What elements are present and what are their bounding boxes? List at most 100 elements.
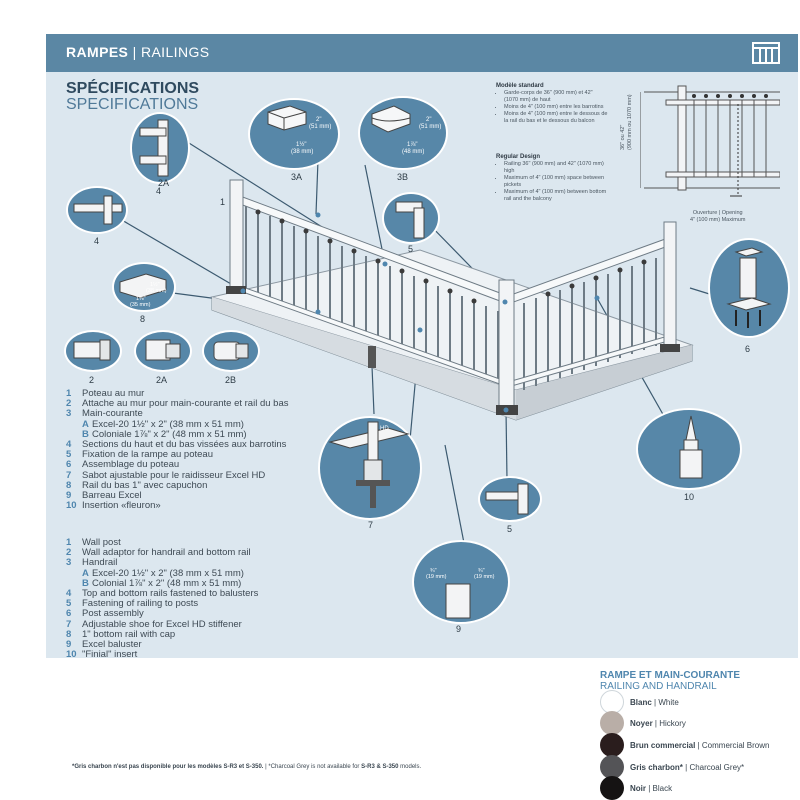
label-2a: 2A — [156, 375, 168, 385]
dim-3b-hmm: (51 mm) — [419, 124, 442, 130]
elevation-opening-value: 4" (100 mm) Maximum — [690, 217, 746, 223]
color-swatch — [600, 733, 624, 757]
heading-en: SPECIFICATIONS — [66, 96, 199, 113]
dim-7-hd: HD — [380, 426, 389, 432]
detail-5-circle-top — [382, 192, 440, 244]
elevation-opening-label: Ouverture | Opening — [692, 210, 743, 216]
finial-drawing — [679, 415, 703, 479]
color-swatch — [600, 776, 624, 800]
detail-7-drawing — [328, 421, 410, 508]
label-3b: 3B — [397, 172, 409, 182]
detail-2-drawing — [73, 339, 111, 361]
section-title: RAMPES | RAILINGS — [66, 44, 210, 60]
standard-en-title: Regular Design — [496, 154, 541, 160]
dim-8-bmm: (35 mm) — [130, 302, 151, 308]
label-1: 1 — [220, 197, 226, 207]
label-3a: 3A — [291, 172, 303, 182]
standard-fr-title: Modèle standard — [496, 83, 544, 89]
label-9: 9 — [456, 624, 462, 634]
color-swatch — [600, 711, 624, 735]
standard-fr-item: Garde-corps de 36" (900 mm) et 42" (1070… — [504, 90, 608, 104]
elevation-opening: Ouverture | Opening 4" (100 mm) Maximum — [690, 210, 745, 224]
label-2: 2 — [89, 375, 95, 385]
detail-5-drawing-bottom — [485, 483, 529, 515]
standard-fr-item: Moins de 4" (100 mm) entre les barrotins — [504, 104, 608, 111]
color-option-black: Noir | Black — [600, 776, 672, 800]
detail-4-drawing-top — [139, 119, 169, 177]
label-10: 10 — [684, 492, 695, 502]
dim-9-amm: (19 mm) — [426, 574, 447, 580]
railing-icon — [752, 42, 780, 64]
label-2a-top: 2A — [158, 178, 170, 188]
dim-8-amm: (38 mm) — [146, 288, 167, 294]
detail-3b-drawing — [371, 105, 411, 133]
legend-item: 10"Finial" insert — [66, 649, 138, 661]
post-assembly-drawing — [726, 247, 772, 328]
dim-9-bmm: (19 mm) — [474, 574, 495, 580]
standard-fr-item: Moins de 4" (100 mm) entre le dessous de… — [504, 111, 608, 125]
dim-3a-h: 2" — [316, 117, 322, 123]
standard-en-item: Railing 36" (900 mm) and 42" (1070 mm) h… — [504, 161, 608, 175]
dim-8-b: 1⅜" — [136, 296, 146, 302]
label-7: 7 — [368, 520, 374, 530]
color-swatch — [600, 755, 624, 779]
color-option-hickory: Noyer | Hickory — [600, 711, 686, 735]
dim-3a-wmm: (38 mm) — [291, 149, 314, 155]
footnote: *Gris charbon n'est pas disponible pour … — [72, 764, 422, 770]
color-option-charcoal-grey: Gris charbon* | Charcoal Grey* — [600, 755, 744, 779]
label-2b: 2B — [225, 375, 237, 385]
section-header — [46, 34, 798, 72]
colors-title-fr: RAMPE ET MAIN-COURANTE — [600, 670, 740, 681]
detail-9-drawing — [445, 583, 471, 619]
elevation-height: 36" ou 42" (900 mm ou 1070 mm) — [620, 90, 634, 150]
label-4-top: 4 — [156, 186, 162, 196]
label-8: 8 — [140, 314, 146, 324]
dim-8-a: 1½" — [150, 282, 160, 288]
dim-3a-hmm: (51 mm) — [309, 124, 332, 130]
colors-title-en: RAILING AND HANDRAIL — [600, 681, 717, 692]
standard-en: Regular Design Railing 36" (900 mm) and … — [496, 154, 608, 203]
dim-3b-w: 1⅞" — [407, 142, 418, 148]
dim-3b-h: 2" — [426, 117, 432, 123]
elevation-height-mm: (900 mm ou 1070 mm) — [627, 94, 633, 150]
detail-3b-circle — [358, 96, 448, 170]
detail-2b-drawing — [213, 341, 249, 361]
title-separator: | — [132, 44, 137, 60]
standard-fr: Modèle standard Garde-corps de 36" (900 … — [496, 83, 608, 125]
standard-en-item: Maximum of 4" (100 mm) space between pic… — [504, 175, 608, 189]
label-6: 6 — [745, 344, 751, 354]
title-fr: RAMPES — [66, 44, 129, 60]
standard-en-item: Maximum of 4" (100 mm) between bottom ra… — [504, 189, 608, 203]
heading-fr: SPÉCIFICATIONS — [66, 80, 200, 97]
elevation-drawing — [640, 85, 780, 197]
detail-4-drawing-left — [73, 195, 123, 225]
dim-3b-wmm: (48 mm) — [402, 149, 425, 155]
dim-9-b: ¾" — [478, 568, 485, 574]
detail-5-drawing-top — [395, 201, 425, 239]
label-5-top: 5 — [408, 244, 414, 254]
color-option-commercial-brown: Brun commercial | Commercial Brown — [600, 733, 769, 757]
